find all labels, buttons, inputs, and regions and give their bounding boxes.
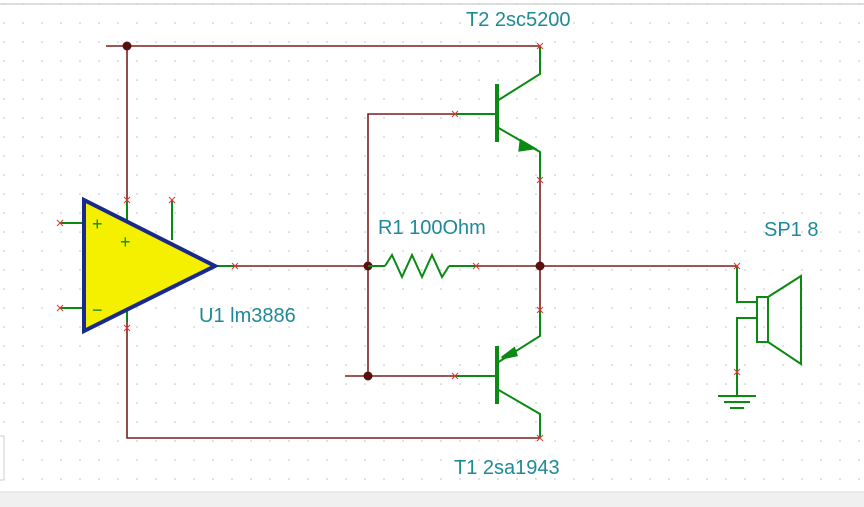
- pin-marker: [123, 324, 131, 332]
- bottom-strip: [0, 492, 864, 507]
- label-t2: T2 2sc5200: [466, 9, 571, 31]
- junctions: [122, 41, 545, 381]
- pin-marker: [123, 196, 131, 204]
- left-edge-widget: [0, 435, 5, 481]
- wire-bottom-rail: [126, 322, 540, 439]
- wires: [106, 45, 737, 439]
- junction-top: [122, 41, 132, 51]
- speaker-cone: [767, 274, 802, 366]
- t1-collector: [496, 388, 541, 438]
- label-sp1: SP1 8: [764, 219, 818, 241]
- label-t1: T1 2sa1943: [454, 457, 560, 479]
- opamp-u1[interactable]: + + −: [60, 196, 235, 335]
- pin-marker: [536, 306, 544, 314]
- transistor-t1[interactable]: [455, 310, 541, 438]
- opamp-plus-sign: +: [92, 214, 103, 234]
- pin-marker: [536, 42, 544, 50]
- speaker-lead-top: [736, 266, 757, 303]
- pin-marker: [733, 368, 741, 376]
- pin-marker: [451, 110, 459, 118]
- label-r1: R1 100Ohm: [378, 217, 486, 239]
- pin-marker: [733, 262, 741, 270]
- speaker-lead-bottom: [736, 317, 757, 372]
- junction-emitters: [535, 261, 545, 271]
- pin-marker: [56, 304, 64, 312]
- pin-marker: [56, 219, 64, 227]
- resistor-r1[interactable]: [368, 252, 476, 280]
- t2-emitter: [496, 126, 541, 180]
- pin-marker: [168, 196, 176, 204]
- label-u1: U1 lm3886: [199, 305, 296, 327]
- speaker-sp1[interactable]: [718, 266, 802, 409]
- t2-emitter-arrow: [518, 138, 538, 152]
- wire-t2-base: [367, 113, 455, 266]
- t2-collector: [496, 46, 541, 102]
- t1-emitter-arrow: [501, 346, 518, 360]
- pin-marker: [231, 262, 239, 270]
- opamp-minus-sign: −: [92, 300, 103, 320]
- opamp-triangle: [82, 196, 220, 335]
- pin-marker: [536, 434, 544, 442]
- opamp-plus-sign-inner: +: [120, 232, 131, 252]
- r1-zigzag: [384, 252, 450, 280]
- pin-marker: [536, 176, 544, 184]
- pin-markers: [56, 42, 741, 442]
- transistor-t2[interactable]: [455, 46, 541, 180]
- pin-marker: [451, 372, 459, 380]
- pin-marker: [472, 262, 480, 270]
- junction-t1-base: [363, 371, 373, 381]
